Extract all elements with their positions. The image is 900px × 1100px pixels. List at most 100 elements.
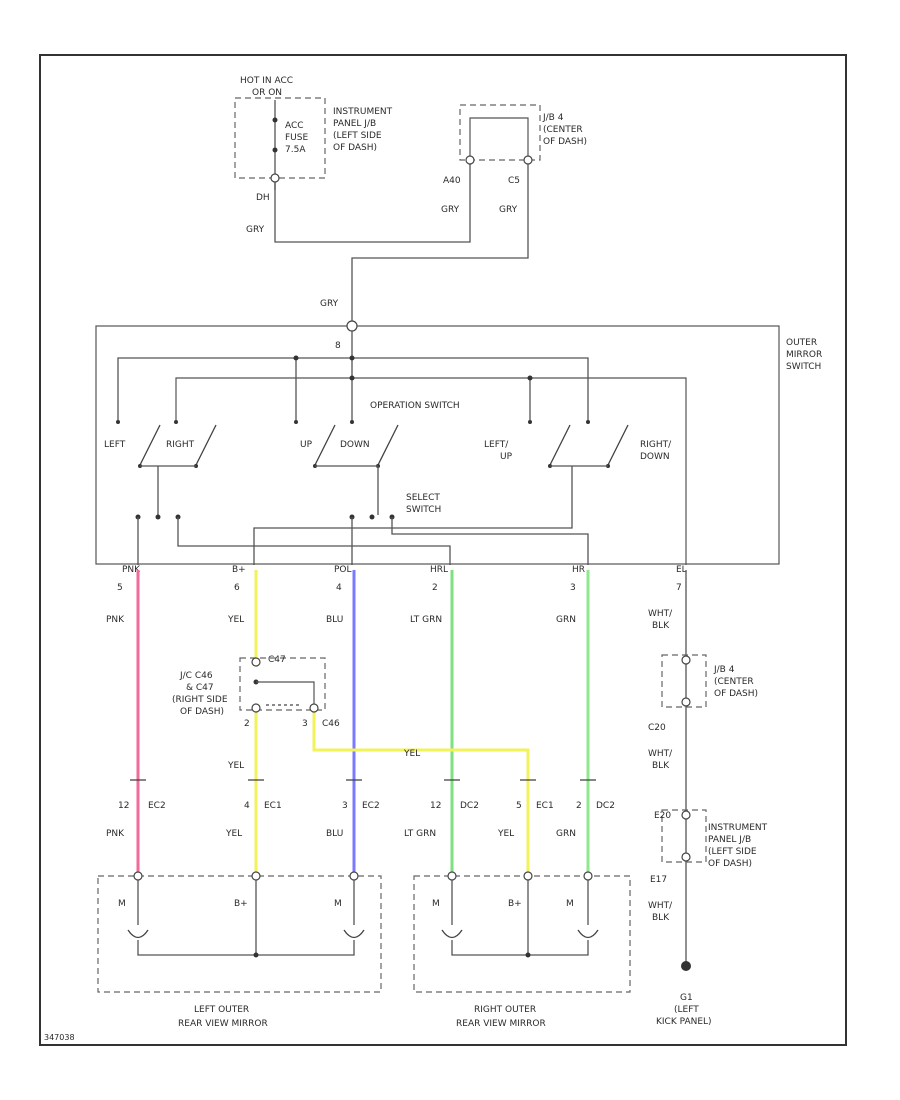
connector-dh (270, 173, 280, 183)
wire-color-blu: BLU (326, 615, 343, 625)
left-mirror-label-2: REAR VIEW MIRROR (178, 1019, 268, 1029)
mirror-wire-yel-r: YEL (497, 829, 514, 839)
terminal-hrl: HRL (430, 565, 448, 575)
fuse-label-2: FUSE (285, 133, 308, 143)
rconn-2-pin: 5 (516, 801, 522, 811)
wire-wht-blk-1b: BLK (652, 621, 670, 631)
wire-wht-blk-1a: WHT/ (648, 609, 673, 619)
switch-left-up-label-1: LEFT/ (484, 440, 509, 450)
left-common: B+ (234, 899, 248, 909)
operation-switch-label: OPERATION SWITCH (370, 401, 460, 411)
terminal-pol: POL (334, 565, 352, 575)
e17-label: E17 (650, 875, 667, 885)
left-motor-1: M (118, 899, 126, 909)
right-motor-1: M (432, 899, 440, 909)
ipjb-upper-label-4: OF DASH) (333, 143, 377, 153)
jc-wire-yel: YEL (227, 761, 244, 771)
jb4-lower-label-2: (CENTER (714, 677, 754, 687)
connector-b (346, 320, 358, 332)
ground-label-3: KICK PANEL) (656, 1017, 712, 1027)
junction-connector: C47 J/C C46 & C47 (RIGHT SIDE OF DASH) 2… (172, 655, 420, 771)
right-motor-2: M (566, 899, 574, 909)
lconn-1-pin: 12 (118, 801, 129, 811)
switch-down-label: DOWN (340, 440, 370, 450)
terminal-hr: HR (572, 565, 585, 575)
pin-b-label: 8 (335, 341, 341, 351)
ipjb-lower-label-1: INSTRUMENT (708, 823, 768, 833)
wire-color-ltgrn: LT GRN (410, 615, 442, 625)
fuse-terminal-bottom (272, 147, 278, 153)
wire-wht-blk-2a: WHT/ (648, 749, 673, 759)
jb4-lower-label-3: OF DASH) (714, 689, 758, 699)
mirror-connectors: 12 EC2 4 EC1 3 EC2 12 DC2 5 EC1 2 DC2 PN… (106, 779, 615, 839)
wire-trunk-color: GRY (320, 299, 339, 309)
switch-right-label: RIGHT (166, 440, 195, 450)
ipjb-lower-label-2: PANEL J/B (708, 835, 751, 845)
pin-c5-label: C5 (508, 176, 520, 186)
jb4-upper-label-2: (CENTER (543, 125, 583, 135)
rconn-2-id: EC1 (536, 801, 554, 811)
wire-color-grn: GRN (556, 615, 576, 625)
rconn-1-pin: 12 (430, 801, 441, 811)
pin-num-2: 6 (234, 583, 240, 593)
jc-pin3: 3 (302, 719, 308, 729)
jb4-upper-label-1: J/B 4 (542, 113, 564, 123)
e20-label: E20 (654, 811, 671, 821)
pin-num-6: 7 (676, 583, 682, 593)
pin-num-4: 2 (432, 583, 438, 593)
switch-right-down-label-2: DOWN (640, 452, 670, 462)
outer-switch-label-2: MIRROR (786, 350, 822, 360)
select-switch-label-2: SWITCH (406, 505, 441, 515)
switch-left-up-label-2: UP (500, 452, 513, 462)
lconn-3-id: EC2 (362, 801, 380, 811)
wire-color-yel: YEL (227, 615, 244, 625)
pin-dh-label: DH (256, 193, 270, 203)
jc-pin2: 2 (244, 719, 250, 729)
mirror-wire-yel-l: YEL (225, 829, 242, 839)
lconn-2-id: EC1 (264, 801, 282, 811)
jb4-lower-label-1: J/B 4 (713, 665, 735, 675)
lconn-3-pin: 3 (342, 801, 348, 811)
ground-point-g1 (681, 961, 691, 971)
jc-box (239, 657, 326, 711)
fuse-label-3: 7.5A (285, 145, 306, 155)
diagram-frame (39, 54, 847, 1046)
jb4-lower-box (661, 654, 707, 708)
rconn-1-id: DC2 (460, 801, 479, 811)
mirror-wire-grn: GRN (556, 829, 576, 839)
connector-a40 (465, 155, 475, 165)
wire-wht-blk-2b: BLK (652, 761, 670, 771)
switch-left-label: LEFT (104, 440, 126, 450)
right-common: B+ (508, 899, 522, 909)
wire-c5-color: GRY (499, 205, 518, 215)
jc-c46-label: C46 (322, 719, 340, 729)
wire-wht-blk-3a: WHT/ (648, 901, 673, 911)
wire-dh-color: GRY (246, 225, 265, 235)
switch-right-down-label-1: RIGHT/ (640, 440, 672, 450)
jc-c47-label: C47 (268, 655, 286, 665)
ipjb-upper-label-2: PANEL J/B (333, 119, 376, 129)
terminal-pnk: PNK (122, 565, 141, 575)
outer-switch-label-1: OUTER (786, 338, 817, 348)
ipjb-upper-label-3: (LEFT SIDE (333, 131, 382, 141)
select-switch-label-1: SELECT (406, 493, 440, 503)
left-mirror-box (97, 875, 382, 993)
connector-c5 (523, 155, 533, 165)
left-motor-2: M (334, 899, 342, 909)
fuse-terminal-top (272, 117, 278, 123)
lconn-2-pin: 4 (244, 801, 250, 811)
right-outer-mirror: M B+ M RIGHT OUTER REAR VIEW MIRROR (413, 871, 631, 1029)
jc-label-3: (RIGHT SIDE (172, 695, 228, 705)
ground-label-2: (LEFT (674, 1005, 699, 1015)
wire-yel-crossover (312, 710, 530, 875)
ipjb-lower-label-3: (LEFT SIDE (708, 847, 757, 857)
wire-wht-blk-3b: BLK (652, 913, 670, 923)
pin-a40-label: A40 (443, 176, 461, 186)
jb4-upper-label-3: OF DASH) (543, 137, 587, 147)
pin-num-3: 4 (336, 583, 342, 593)
switch-box (95, 325, 780, 565)
ipjb-lower-label-4: OF DASH) (708, 859, 752, 869)
hot-label-line2: OR ON (252, 88, 282, 98)
wire-a40-color: GRY (441, 205, 460, 215)
